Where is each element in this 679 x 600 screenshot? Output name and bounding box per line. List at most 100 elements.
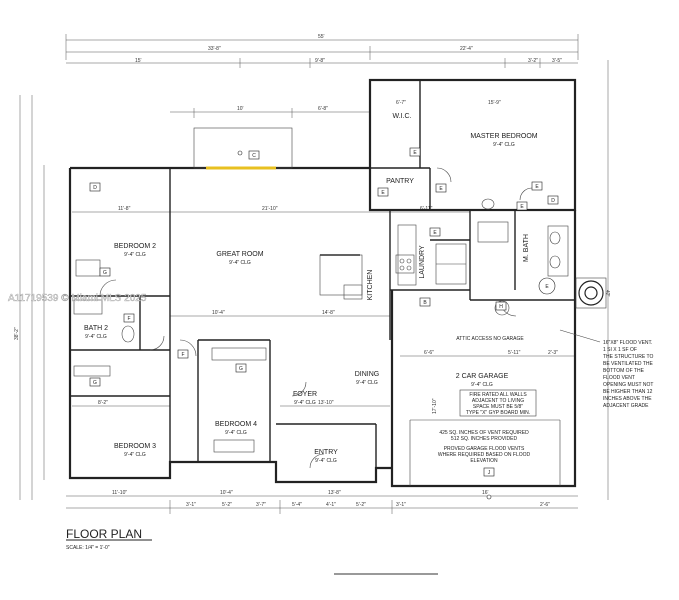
dim-k-14-8: 14'-8" bbox=[322, 310, 335, 316]
plan-title: FLOOR PLAN bbox=[66, 527, 142, 541]
dim-gar-5-11: 5'-11" bbox=[508, 350, 521, 356]
title-block: FLOOR PLAN SCALE: 1/4" = 1'-0" bbox=[66, 527, 152, 551]
flood-vent-leader bbox=[559, 329, 601, 343]
flood-callout-line-3: THE STRUCTURE TO bbox=[603, 354, 653, 360]
room-foyer-clg: 9'-4" CLG bbox=[294, 400, 316, 406]
tag-e-mb: E bbox=[535, 184, 539, 190]
tag-g-closet: G bbox=[103, 270, 107, 276]
fire-rated-line-3: SPACE MUST BE 5/8" bbox=[473, 404, 523, 410]
flood-callout-line-2: 1 SI X 1 SF OF bbox=[603, 347, 637, 353]
room-labels: W.I.C. MASTER BEDROOM 9'-4" CLG PANTRY B… bbox=[84, 113, 538, 464]
dim-br2: 11'-8" bbox=[118, 206, 131, 212]
room-bedroom2: BEDROOM 2 bbox=[114, 243, 156, 250]
room-garage-clg: 9'-4" CLG bbox=[471, 382, 493, 388]
tag-b: B bbox=[423, 300, 427, 306]
dim-bot-16: 16' bbox=[482, 490, 489, 496]
tag-f-br4: F bbox=[181, 352, 184, 358]
room-bedroom4: BEDROOM 4 bbox=[215, 421, 257, 428]
dim-gar-6-6: 6'-6" bbox=[424, 350, 434, 356]
room-bedroom2-clg: 9'-4" CLG bbox=[124, 252, 146, 258]
flood-callout-line-6: FLOOD VENT bbox=[603, 375, 635, 381]
tag-d-mb: D bbox=[551, 198, 555, 204]
dim-gar-17-10: 17'-10" bbox=[432, 398, 438, 414]
tag-f-bath2: F bbox=[127, 316, 130, 322]
flood-vents-line-3: ELEVATION bbox=[470, 458, 498, 464]
dim-overall: 55' bbox=[318, 34, 325, 40]
room-great-room: GREAT ROOM bbox=[216, 251, 263, 258]
dim-bot-5-2b: 5'-2" bbox=[356, 502, 366, 508]
room-master-bedroom: MASTER BEDROOM bbox=[470, 133, 537, 140]
dim-top-6-8: 6'-8" bbox=[318, 106, 328, 112]
mls-watermark: A11719539 © Miami MLS 2025 bbox=[8, 293, 147, 304]
flood-callout-line-5: BOTTOM OF THE bbox=[603, 368, 645, 374]
dim-foyer: 13'-10" bbox=[318, 400, 334, 406]
tag-g-br3: G bbox=[93, 380, 97, 386]
tag-c: C bbox=[252, 153, 256, 159]
dim-bot-3-7: 3'-7" bbox=[256, 502, 266, 508]
dim-bot-10-4: 10'-4" bbox=[220, 490, 233, 496]
room-great-room-clg: 9'-4" CLG bbox=[229, 260, 251, 266]
tag-j: J bbox=[488, 470, 491, 476]
tag-e-wic: E bbox=[413, 150, 417, 156]
room-bedroom3-clg: 9'-4" CLG bbox=[124, 452, 146, 458]
tag-g-br4: G bbox=[239, 366, 243, 372]
tag-h: H bbox=[499, 304, 503, 310]
tags: C D G F F G G E E D E E E E B H E J bbox=[89, 147, 559, 500]
dim-bot-4-1: 4'-1" bbox=[326, 502, 336, 508]
room-kitchen: KITCHEN bbox=[367, 270, 374, 301]
vent-required-line-2: 512 SQ. INCHES PROVIDED bbox=[451, 436, 518, 442]
dim-bot-3-1: 3'-1" bbox=[186, 502, 196, 508]
tag-e-1: E bbox=[545, 284, 549, 290]
room-dining: DINING bbox=[355, 371, 380, 378]
room-dining-clg: 9'-4" CLG bbox=[356, 380, 378, 386]
flood-callout-line-7: OPENING MUST NOT bbox=[603, 382, 653, 388]
room-bath2-clg: 9'-4" CLG bbox=[85, 334, 107, 340]
dim-top-10: 10' bbox=[237, 106, 244, 112]
dim-gr: 21'-10" bbox=[262, 206, 278, 212]
dim-mb: 15'-9" bbox=[488, 100, 501, 106]
fire-rated-line-1: FIRE RATED ALL WALLS bbox=[469, 392, 527, 398]
tag-e-hall: E bbox=[439, 186, 443, 192]
dim-bot-3-1b: 3'-1" bbox=[396, 502, 406, 508]
flood-callout-line-10: ADJACENT GRADE bbox=[603, 403, 649, 409]
dim-gar-2-3: 2'-3" bbox=[548, 350, 558, 356]
flood-callout-line-4: BE VENTILATED THE bbox=[603, 361, 653, 367]
dim-bot-5-4: 5'-4" bbox=[292, 502, 302, 508]
dim-bot-2-6: 2'-6" bbox=[540, 502, 550, 508]
flood-callout-line-1: 16"X8" FLOOD VENT. bbox=[603, 340, 652, 346]
tag-d-br2: D bbox=[93, 185, 97, 191]
dim-top-9-8: 9'-8" bbox=[315, 58, 325, 64]
room-entry-clg: 9'-4" CLG bbox=[315, 458, 337, 464]
dim-left-block: 33'-8" bbox=[208, 46, 221, 52]
tag-e-pantry: E bbox=[381, 190, 385, 196]
flood-vents-line-2: WHERE REQUIRED BASED ON FLOOD bbox=[438, 452, 531, 458]
flood-vents-line-1: PROVED GARAGE FLOOD VENTS bbox=[444, 446, 525, 452]
fire-rated-line-4: TYPE "X" GYP BOARD MIN. bbox=[466, 410, 530, 416]
room-master-clg: 9'-4" CLG bbox=[493, 142, 515, 148]
plan-scale: SCALE: 1/4" = 1'-0" bbox=[66, 545, 110, 551]
room-wic: W.I.C. bbox=[392, 113, 411, 120]
flood-callout-line-9: INCHES ABOVE THE bbox=[603, 396, 652, 402]
room-m-bath: M. BATH bbox=[523, 234, 530, 262]
vent-required-line-1: 425 SQ. INCHES OF VENT REQUIRED bbox=[439, 430, 529, 436]
dim-left-38-2: 38'-2" bbox=[14, 327, 20, 340]
dim-bot-5-2: 5'-2" bbox=[222, 502, 232, 508]
room-garage: 2 CAR GARAGE bbox=[456, 373, 509, 380]
dim-bot-11-10: 11'-10" bbox=[112, 490, 127, 496]
dim-right-42: 42' bbox=[604, 290, 610, 297]
dim-right-block: 22'-4" bbox=[460, 46, 473, 52]
room-foyer: FOYER bbox=[293, 391, 317, 398]
room-entry: ENTRY bbox=[314, 449, 338, 456]
room-bedroom4-clg: 9'-4" CLG bbox=[225, 430, 247, 436]
room-bath2: BATH 2 bbox=[84, 325, 108, 332]
flood-vent-callout: 16"X8" FLOOD VENT. 1 SI X 1 SF OF THE ST… bbox=[603, 340, 653, 409]
flood-vent-symbol bbox=[575, 277, 607, 309]
attic-access-note: ATTIC ACCESS NO GARAGE bbox=[456, 336, 524, 342]
dim-wic: 6'-7" bbox=[396, 100, 406, 106]
dim-br4: 8'-2" bbox=[98, 400, 108, 406]
dim-top-15: 15' bbox=[135, 58, 142, 64]
dim-gr-10-4: 10'-4" bbox=[212, 310, 225, 316]
dimension-lines bbox=[19, 34, 609, 514]
dim-top-3-5: 3'-5" bbox=[552, 58, 562, 64]
